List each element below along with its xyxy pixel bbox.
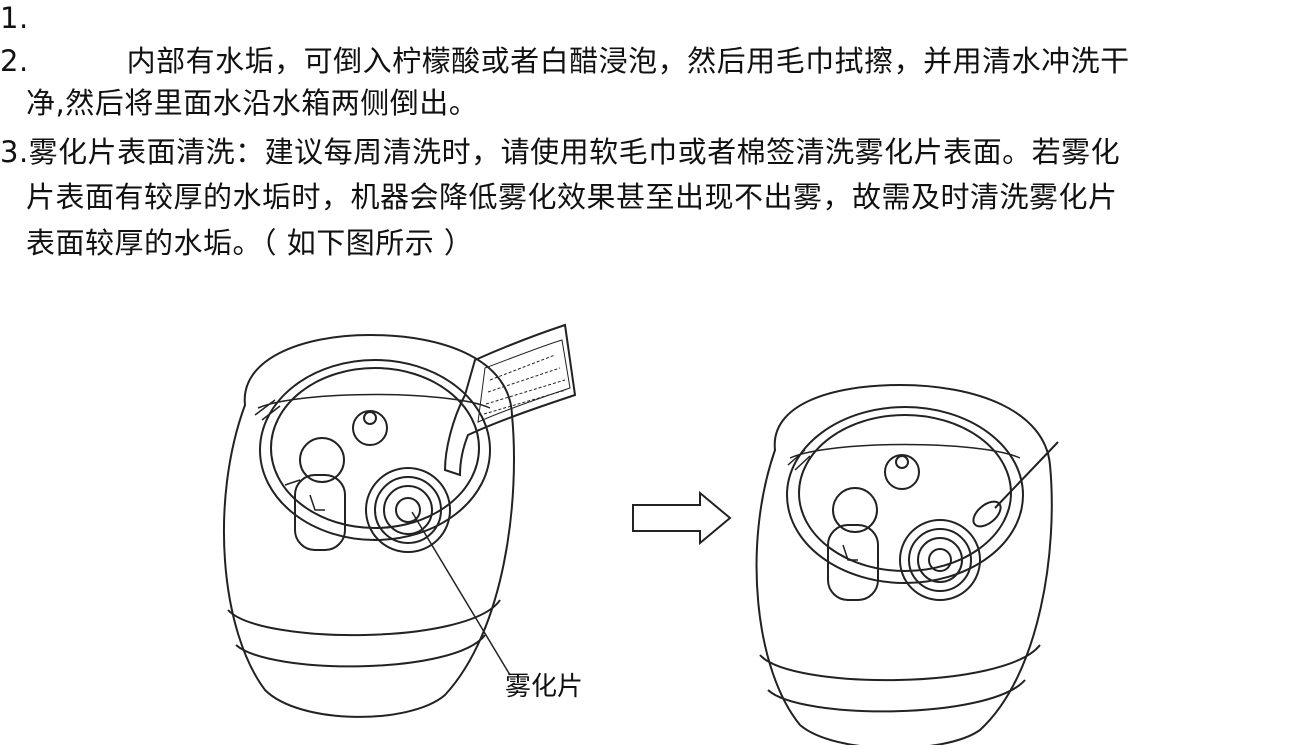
- item-2-number: 2.: [0, 44, 29, 78]
- humidifier-left-icon: [222, 323, 577, 718]
- right-arrow-icon: [632, 490, 732, 546]
- humidifier-drawings: 雾化片: [222, 323, 1059, 749]
- item-2-text-2: 净,然后将里面水沿水箱两侧倒出。: [26, 86, 479, 120]
- item-3-line-3: 表面较厚的水垢。（ 如下图所示 ）: [0, 225, 473, 261]
- item-2-line-2: 净,然后将里面水沿水箱两侧倒出。: [0, 85, 478, 121]
- item-3-text-2: 片表面有较厚的水垢时，机器会降低雾化效果甚至出现不出雾，故需及时清洗雾化片: [26, 180, 1118, 214]
- item-3-line-1: 3.雾化片表面清洗：建议每周清洗时，请使用软毛巾或者棉签清洗雾化片表面。若雾化: [0, 134, 1120, 170]
- callout-label: 雾化片: [505, 672, 583, 702]
- item-1: 1.: [0, 0, 29, 36]
- item-3-line-2: 片表面有较厚的水垢时，机器会降低雾化效果甚至出现不出雾，故需及时清洗雾化片: [0, 179, 1118, 215]
- item-3-text-1: 雾化片表面清洗：建议每周清洗时，请使用软毛巾或者棉签清洗雾化片表面。若雾化: [28, 135, 1121, 169]
- item-1-number: 1.: [0, 1, 29, 35]
- cotton-swab-icon: [972, 441, 1059, 528]
- item-3-number: 3.: [0, 135, 29, 169]
- towel-icon: [443, 323, 577, 477]
- item-3-text-3: 表面较厚的水垢。（ 如下图所示 ）: [26, 226, 474, 260]
- item-2-line-1: 2. 内部有水垢，可倒入柠檬酸或者白醋浸泡，然后用毛巾拭擦，并用清水冲洗干: [0, 43, 1130, 79]
- cleaning-illustration: 雾化片: [0, 300, 1300, 749]
- humidifier-right-icon: [755, 383, 1059, 749]
- item-2-text-1: 内部有水垢，可倒入柠檬酸或者白醋浸泡，然后用毛巾拭擦，并用清水冲洗干: [126, 44, 1130, 78]
